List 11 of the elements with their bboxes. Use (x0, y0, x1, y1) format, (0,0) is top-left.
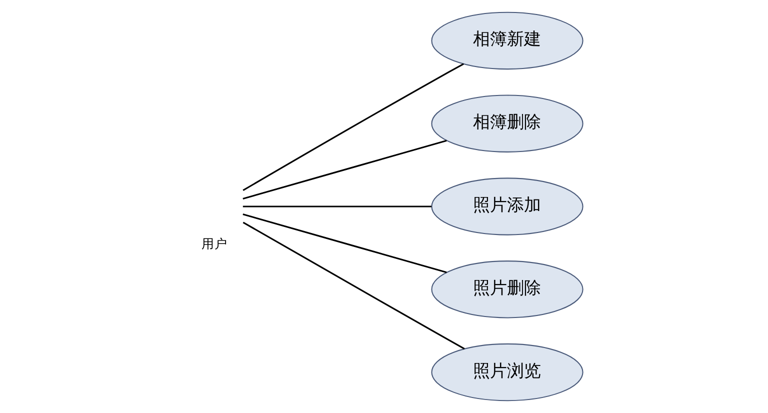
node-ellipse: 相簿新建 (430, 12, 583, 70)
node-ellipse: 照片添加 (430, 178, 583, 236)
connector (242, 206, 431, 208)
node-text: 用户 (201, 236, 228, 252)
node-ellipse: 照片删除 (430, 260, 583, 318)
connector (242, 222, 464, 350)
connector (242, 140, 446, 200)
node-ellipse: 照片浏览 (430, 343, 583, 402)
connector (242, 63, 464, 192)
connector (242, 214, 446, 274)
node-ellipse: 相簿删除 (430, 94, 583, 152)
